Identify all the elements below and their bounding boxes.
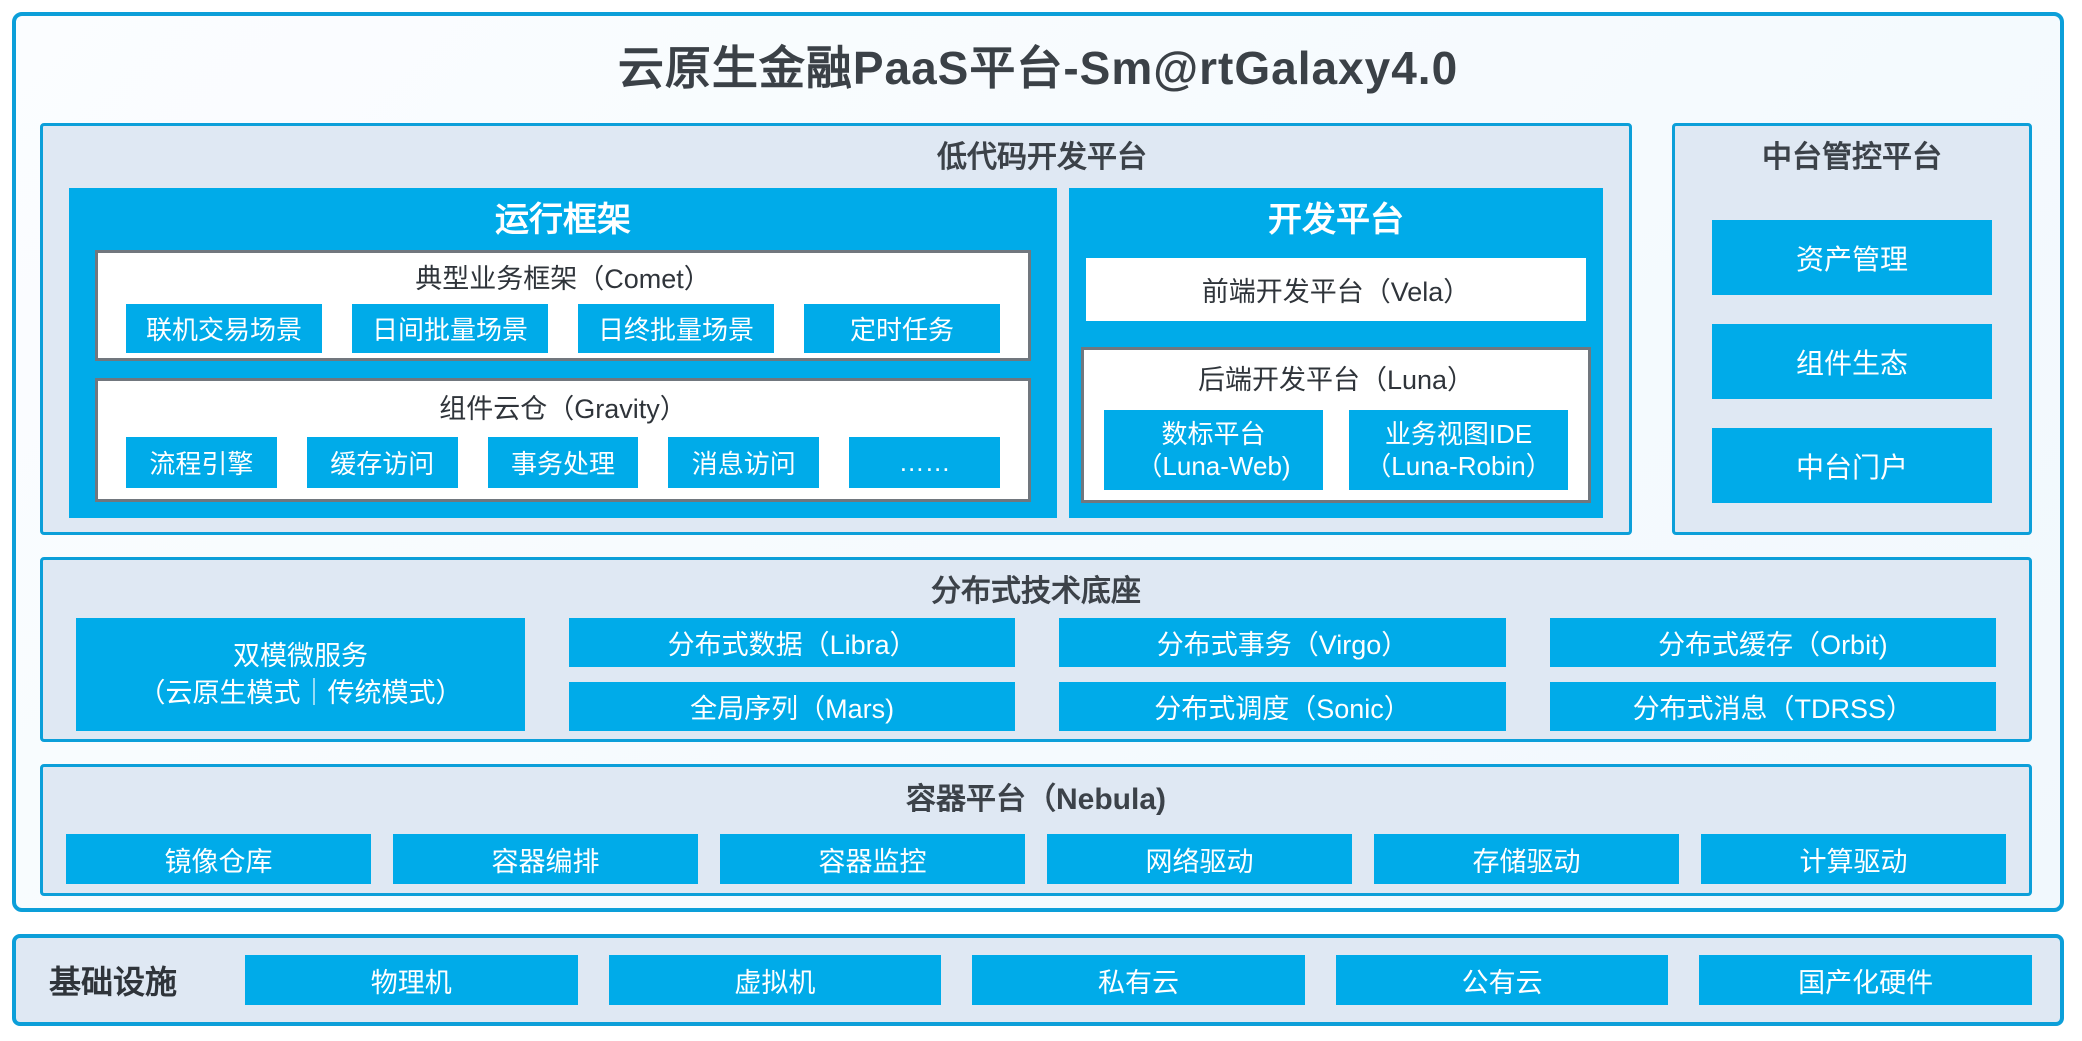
distributed-item: 分布式缓存（Orbit) [1549, 618, 1996, 667]
lowcode-body: 运行框架 典型业务框架（Comet） 联机交易场景 日间批量场景 日终批量场景 … [43, 180, 1629, 518]
dual-mode-title: 双模微服务 [233, 641, 368, 672]
luna-items: 数标平台 （Luna-Web) 业务视图IDE （Luna-Robin） [1084, 402, 1588, 490]
container-platform-panel: 容器平台（Nebula) 镜像仓库 容器编排 容器监控 网络驱动 存储驱动 计算… [40, 764, 2032, 896]
comet-title: 典型业务框架（Comet） [415, 264, 711, 294]
container-platform-item: 计算驱动 [1701, 834, 2006, 884]
luna-robin-title: 业务视图IDE [1384, 418, 1533, 449]
dual-mode-microservice-item: 双模微服务 （云原生模式｜传统模式） [76, 618, 525, 731]
luna-robin-item: 业务视图IDE （Luna-Robin） [1349, 410, 1568, 490]
infrastructure-bar: 基础设施 物理机 虚拟机 私有云 公有云 国产化硬件 [12, 934, 2064, 1026]
distributed-item: 分布式数据（Libra） [569, 618, 1016, 667]
gravity-title: 组件云仓（Gravity） [439, 394, 687, 424]
mid-platform-item: 资产管理 [1712, 220, 1992, 295]
container-platform-item: 容器监控 [720, 834, 1025, 884]
infrastructure-items: 物理机 虚拟机 私有云 公有云 国产化硬件 [245, 955, 2032, 1005]
luna-robin-subtitle: （Luna-Robin） [1365, 451, 1552, 481]
distributed-item: 分布式事务（Virgo） [1059, 618, 1506, 667]
luna-title: 后端开发平台（Luna） [1197, 365, 1475, 395]
mid-platform-panel: 中台管控平台 资产管理 组件生态 中台门户 [1672, 123, 2032, 535]
distributed-column: 分布式事务（Virgo） 分布式调度（Sonic） [1059, 618, 1506, 731]
dual-mode-subtitle: （云原生模式｜传统模式） [138, 677, 463, 708]
distributed-column: 分布式缓存（Orbit) 分布式消息（TDRSS） [1549, 618, 1996, 731]
gravity-item: 缓存访问 [306, 437, 458, 488]
distributed-base-title: 分布式技术底座 [931, 575, 1141, 608]
luna-web-subtitle: （Luna-Web) [1136, 451, 1291, 481]
distributed-item: 分布式消息（TDRSS） [1549, 682, 1996, 731]
gravity-item: 流程引擎 [126, 437, 277, 488]
distributed-item: 全局序列（Mars) [569, 682, 1016, 731]
infrastructure-label: 基础设施 [49, 964, 178, 1000]
luna-web-item: 数标平台 （Luna-Web) [1104, 410, 1323, 490]
infrastructure-item: 物理机 [245, 955, 578, 1005]
diagram-root: 云原生金融PaaS平台-Sm@rtGalaxy4.0 低代码开发平台 运行框架 … [12, 12, 2064, 912]
luna-box: 后端开发平台（Luna） 数标平台 （Luna-Web) 业务视图IDE （Lu… [1081, 347, 1591, 503]
page-title: 云原生金融PaaS平台-Sm@rtGalaxy4.0 [617, 42, 1459, 94]
distributed-item: 分布式调度（Sonic） [1059, 682, 1506, 731]
luna-web-title: 数标平台 [1161, 418, 1266, 449]
mid-platform-title: 中台管控平台 [1762, 141, 1942, 174]
infrastructure-item: 公有云 [1335, 955, 1669, 1005]
infrastructure-item: 私有云 [972, 955, 1305, 1005]
lowcode-platform-panel: 低代码开发平台 运行框架 典型业务框架（Comet） 联机交易场景 日间批量场景… [40, 123, 1632, 535]
gravity-items: 流程引擎 缓存访问 事务处理 消息访问 …… [98, 428, 1028, 488]
container-platform-item: 网络驱动 [1047, 834, 1352, 884]
gravity-item: …… [849, 437, 1000, 488]
top-row: 低代码开发平台 运行框架 典型业务框架（Comet） 联机交易场景 日间批量场景… [40, 123, 2032, 535]
container-platform-item: 存储驱动 [1374, 834, 1679, 884]
distributed-base-panel: 分布式技术底座 双模微服务 （云原生模式｜传统模式） 分布式数据（Libra） … [40, 557, 2032, 742]
dev-platform-group: 开发平台 前端开发平台（Vela） 后端开发平台（Luna） 数标平台 （Lun… [1069, 188, 1603, 518]
comet-items: 联机交易场景 日间批量场景 日终批量场景 定时任务 [98, 298, 1028, 353]
container-platform-item: 容器编排 [393, 834, 698, 884]
mid-platform-item: 中台门户 [1712, 428, 1992, 503]
dev-platform-title: 开发平台 [1268, 201, 1404, 239]
container-platform-title: 容器平台（Nebula) [905, 783, 1166, 816]
comet-item: 日间批量场景 [352, 304, 548, 353]
comet-box: 典型业务框架（Comet） 联机交易场景 日间批量场景 日终批量场景 定时任务 [95, 250, 1031, 361]
mid-platform-item: 组件生态 [1712, 324, 1992, 399]
runtime-framework-title: 运行框架 [495, 201, 631, 239]
gravity-item: 事务处理 [487, 437, 639, 488]
distributed-column: 分布式数据（Libra） 全局序列（Mars) [569, 618, 1016, 731]
runtime-framework-group: 运行框架 典型业务框架（Comet） 联机交易场景 日间批量场景 日终批量场景 … [69, 188, 1057, 518]
vela-box: 前端开发平台（Vela） [1086, 258, 1586, 321]
infrastructure-item: 国产化硬件 [1699, 955, 2032, 1005]
mid-platform-items: 资产管理 组件生态 中台门户 [1675, 180, 2029, 503]
lowcode-platform-title: 低代码开发平台 [937, 141, 1147, 174]
comet-item: 联机交易场景 [126, 304, 322, 353]
comet-item: 日终批量场景 [578, 304, 774, 353]
infrastructure-item: 虚拟机 [608, 955, 942, 1005]
gravity-box: 组件云仓（Gravity） 流程引擎 缓存访问 事务处理 消息访问 …… [95, 378, 1031, 502]
comet-item: 定时任务 [804, 304, 1000, 353]
gravity-item: 消息访问 [668, 437, 820, 488]
distributed-grid: 双模微服务 （云原生模式｜传统模式） 分布式数据（Libra） 全局序列（Mar… [43, 614, 2029, 731]
container-platform-item: 镜像仓库 [66, 834, 371, 884]
container-platform-items: 镜像仓库 容器编排 容器监控 网络驱动 存储驱动 计算驱动 [43, 822, 2029, 884]
